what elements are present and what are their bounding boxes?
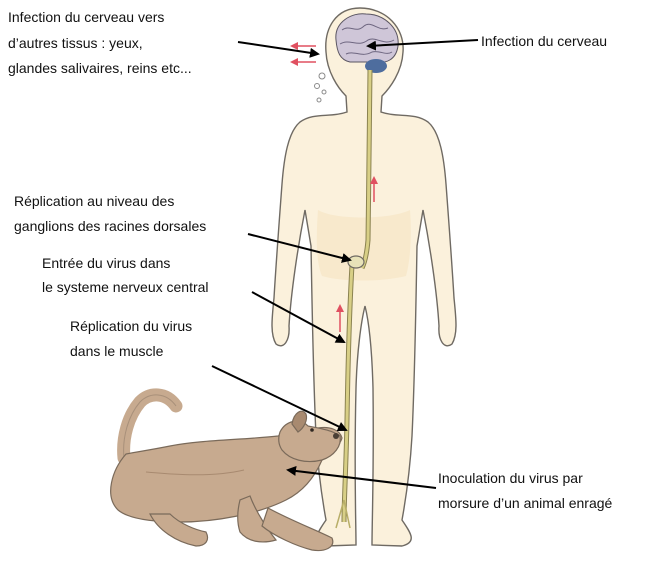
label-brain-infection-line-1: Infection du cerveau (481, 33, 607, 49)
label-ganglia-line-2: ganglions des racines dorsales (14, 218, 206, 234)
callout-arrow-brain-spread (238, 42, 318, 54)
label-cns-entry-line-2: le systeme nerveux central (42, 279, 209, 295)
label-ganglia-line-1: Réplication au niveau des (14, 193, 174, 209)
label-brain-spread: Infection du cerveau vers d’autres tissu… (8, 9, 192, 76)
label-brain-infection: Infection du cerveau (481, 33, 607, 49)
label-bite-line-1: Inoculation du virus par (438, 470, 583, 486)
label-brain-spread-line-2: d’autres tissus : yeux, (8, 35, 143, 51)
label-bite-line-2: morsure d’un animal enragé (438, 495, 613, 511)
label-bite-inoculation: Inoculation du virus par morsure d’un an… (438, 470, 613, 511)
label-brain-spread-line-3: glandes salivaires, reins etc... (8, 60, 192, 76)
dorsal-root-ganglion (348, 256, 364, 268)
label-muscle-line-1: Réplication du virus (70, 318, 192, 334)
label-muscle-replication: Réplication du virus dans le muscle (70, 318, 196, 359)
label-brain-spread-line-1: Infection du cerveau vers (8, 9, 164, 25)
label-muscle-line-2: dans le muscle (70, 343, 164, 359)
label-ganglia-replication: Réplication au niveau des ganglions des … (14, 193, 206, 234)
saliva-droplets (315, 73, 327, 102)
label-cns-entry-line-1: Entrée du virus dans (42, 255, 170, 271)
label-cns-entry: Entrée du virus dans le systeme nerveux … (42, 255, 209, 295)
